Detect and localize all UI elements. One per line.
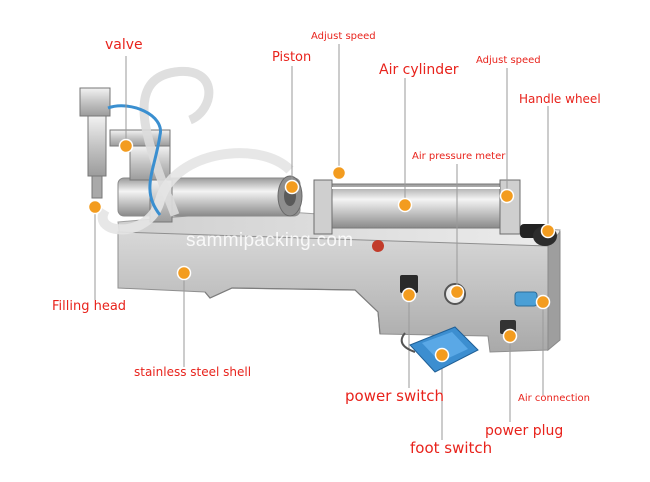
label-adjust-speed-left: Adjust speed: [311, 31, 376, 42]
label-power-switch: power switch: [345, 387, 445, 405]
label-filling-head: Filling head: [52, 299, 127, 314]
label-handle-wheel: Handle wheel: [519, 92, 601, 106]
label-air-connection: Air connection: [518, 393, 591, 404]
filling-hose: [97, 148, 294, 235]
leader-lines: [94, 44, 549, 440]
label-stainless-steel-shell: stainless steel shell: [134, 365, 252, 379]
air-connection-fitting: [514, 291, 538, 307]
label-air-cylinder: Air cylinder: [379, 62, 459, 78]
marker-dots: [87, 138, 556, 363]
label-foot-switch: foot switch: [410, 439, 493, 457]
power-switch-panel: [400, 275, 418, 293]
label-power-plug: power plug: [485, 423, 564, 439]
feed-hose: [139, 67, 214, 217]
watermark: sammipacking.com: [186, 230, 354, 251]
label-adjust-speed-right: Adjust speed: [476, 55, 541, 66]
label-air-pressure-meter: Air pressure meter: [412, 151, 506, 162]
air-hose-blue: [107, 104, 162, 216]
label-valve: valve: [105, 37, 143, 53]
piston-barrel: [117, 175, 303, 217]
red-button: [372, 240, 384, 252]
label-piston: Piston: [272, 50, 312, 65]
